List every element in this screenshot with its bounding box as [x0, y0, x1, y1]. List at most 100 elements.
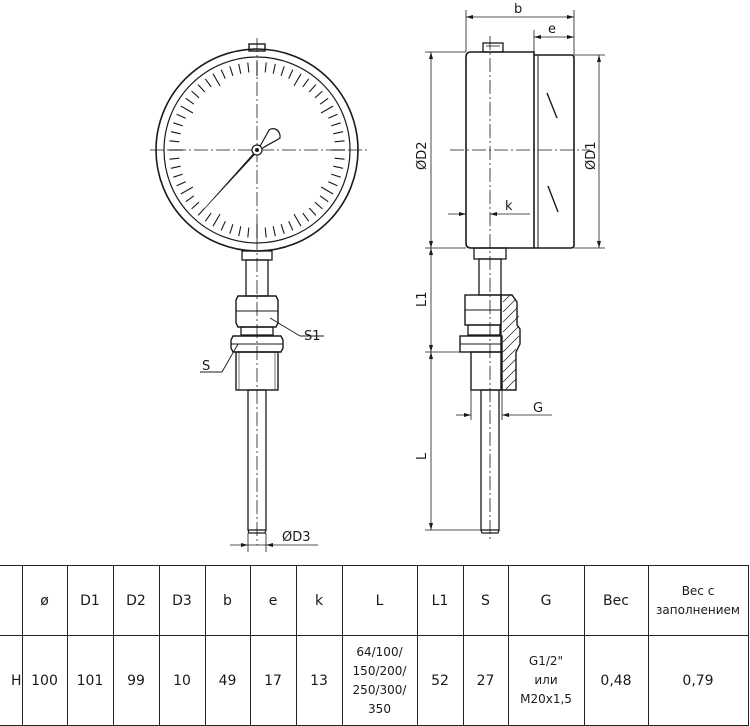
nut-s1 — [235, 295, 279, 328]
dial-tick — [170, 131, 181, 135]
dial-tick — [302, 78, 310, 88]
cell-l-line: 64/100/ — [356, 644, 403, 659]
header-cell: L — [341, 565, 418, 636]
label-s: S — [202, 359, 210, 374]
dial-tick — [320, 105, 334, 114]
technical-drawing: S1 S ØD3 — [150, 2, 605, 552]
dial-ticks — [169, 62, 345, 238]
dial-tick — [173, 173, 183, 178]
dial-tick — [176, 181, 186, 187]
header-cell: L1 — [416, 565, 464, 636]
table-row: Н 100 101 99 10 49 17 13 64/100/ 150/200… — [0, 635, 749, 726]
dial-pointer-tail — [258, 128, 281, 151]
dial-tick — [173, 122, 183, 127]
dial-tick — [229, 224, 234, 234]
dial-tick — [308, 84, 317, 93]
side-view — [425, 10, 605, 540]
side-body — [465, 51, 535, 249]
cell-weight-filled: 0,79 — [647, 635, 749, 726]
cell-l1: 52 — [416, 635, 464, 726]
dial-tick — [293, 73, 302, 87]
header-cell: k — [295, 565, 343, 636]
cell-e: 17 — [249, 635, 297, 726]
cell-l-line: 250/300/ — [352, 682, 407, 697]
header-cell: Вес с заполнением — [647, 565, 749, 636]
side-bezel — [534, 54, 575, 249]
dial-tick — [288, 221, 294, 231]
cell-g: G1/2" или М20х1,5 — [507, 635, 585, 726]
front-view — [150, 38, 368, 552]
label-d1: ØD1 — [584, 141, 599, 170]
label-k: k — [505, 199, 513, 214]
dial-tick — [220, 69, 226, 79]
dial-tick — [264, 227, 267, 238]
label-l: L — [415, 452, 430, 460]
dial-pointer — [204, 147, 261, 209]
dial-tick — [212, 73, 221, 87]
dial-tick — [238, 226, 242, 237]
dial-tick — [308, 207, 317, 216]
dial-tick — [197, 84, 206, 93]
dial-tick — [176, 113, 186, 119]
label-g: G — [533, 401, 543, 416]
label-b: b — [514, 2, 522, 17]
dial-tick — [229, 66, 234, 76]
header-cell: D1 — [66, 565, 114, 636]
dial-tick — [302, 212, 310, 222]
header-cell: b — [204, 565, 251, 636]
cell-g-line: или — [534, 673, 558, 687]
cell-diameter: 100 — [21, 635, 68, 726]
nut-s — [230, 335, 284, 353]
header-cell: Вес — [583, 565, 649, 636]
dial-tick — [272, 63, 276, 74]
cell-g-line: М20х1,5 — [520, 692, 572, 706]
dial-tick — [247, 62, 250, 73]
dial-tick — [288, 69, 294, 79]
dial-tick — [170, 165, 181, 169]
dial-tick — [264, 62, 267, 73]
dial-tick — [314, 201, 323, 210]
dial-pivot-inner — [255, 148, 259, 152]
cell-d2: 99 — [112, 635, 160, 726]
dial-tick — [328, 113, 338, 119]
cell-s: 27 — [462, 635, 509, 726]
dial-tick — [320, 186, 334, 195]
probe-tip — [247, 529, 267, 534]
header-cell: e — [249, 565, 297, 636]
dial-tick — [319, 97, 329, 105]
dial-tick — [333, 131, 344, 135]
cell-d3: 10 — [158, 635, 206, 726]
dial-tick — [334, 157, 345, 160]
label-s1: S1 — [304, 329, 321, 344]
washer — [240, 326, 274, 336]
dial-tick — [272, 226, 276, 237]
dial-tick — [333, 165, 344, 169]
dial-tick — [204, 212, 212, 222]
side-section — [500, 294, 521, 391]
dial-tick — [280, 224, 285, 234]
dial-tick — [204, 78, 212, 88]
dial-tick — [293, 213, 302, 227]
label-l1: L1 — [415, 291, 430, 307]
dial-tick — [191, 90, 200, 99]
cell-weight: 0,48 — [583, 635, 649, 726]
dial-tick — [180, 105, 194, 114]
label-d2: ØD2 — [415, 141, 430, 170]
probe — [247, 389, 267, 531]
cell-b: 49 — [204, 635, 251, 726]
header-cell: G — [507, 565, 585, 636]
dial-tick — [319, 195, 329, 203]
header-cell — [0, 565, 23, 636]
dial-tick — [197, 207, 206, 216]
spec-table: ø D1 D2 D3 b e k L L1 S G Вес Вес с запо… — [0, 565, 749, 726]
cell-l-line: 350 — [368, 701, 391, 716]
side-plug — [482, 42, 504, 53]
dial-tick — [169, 157, 180, 160]
header-cell: D2 — [112, 565, 160, 636]
dial-tick — [191, 201, 200, 210]
cell-g-line: G1/2" — [528, 654, 564, 668]
dial-tick — [238, 63, 242, 74]
dial-tick — [212, 213, 221, 227]
header-cell: ø — [21, 565, 68, 636]
dial-tick — [314, 90, 323, 99]
